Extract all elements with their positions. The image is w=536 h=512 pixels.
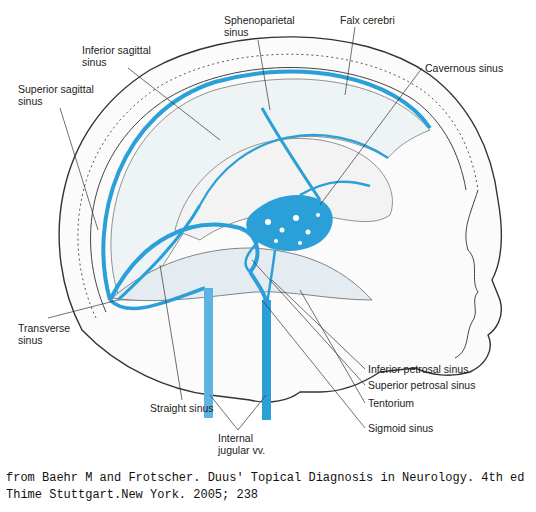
transverse-sinus (110, 288, 205, 308)
anatomy-label: Falx cerebri (340, 14, 430, 26)
anatomy-label: Straight sinus (150, 402, 250, 414)
leader-line (320, 68, 422, 205)
lattice-hole (265, 219, 271, 225)
superior-petrosal-sinus (246, 242, 258, 272)
leader-line (210, 395, 238, 430)
leader-line (128, 68, 220, 140)
inner-skull-line (78, 54, 478, 318)
cavernous-sinus (246, 195, 332, 251)
anatomy-label: Transverse sinus (18, 322, 78, 346)
lattice-hole (306, 230, 311, 235)
internal-jugular-vein (262, 300, 271, 420)
anatomy-label: Sigmoid sinus (368, 422, 528, 434)
source-caption: from Baehr M and Frotscher. Duus' Topica… (6, 470, 534, 504)
lattice-hole (298, 241, 302, 245)
anatomy-label: Cavernous sinus (425, 62, 525, 74)
straight-sinus (118, 205, 200, 300)
skull-outline (59, 37, 501, 402)
transverse-sinus (110, 225, 257, 300)
leader-line (300, 290, 365, 403)
leader-lines (48, 27, 422, 430)
anatomy-label: Superior sagittal sinus (18, 83, 98, 107)
anatomy-label: Inferior sagittal sinus (82, 44, 162, 68)
leader-line (258, 40, 270, 110)
internal-jugular-vein (204, 288, 213, 418)
sphenoparietal-sinus (262, 108, 320, 200)
lattice-hole (293, 215, 299, 221)
inferior-petrosal-sinus (266, 250, 275, 312)
leader-line (262, 300, 365, 428)
leader-line (345, 27, 355, 95)
leader-line (238, 395, 266, 430)
sphenoparietal-sinus (300, 182, 370, 195)
leader-line (60, 108, 98, 230)
lattice-hole (280, 228, 285, 233)
inner-skull-line (91, 67, 466, 312)
anatomy-label: Inferior petrosal sinus (368, 363, 528, 375)
lattice-hole (316, 213, 320, 217)
leader-line (272, 280, 365, 369)
lattice-hole (274, 239, 278, 243)
anatomy-label: Tentorium (368, 397, 528, 409)
leader-line (48, 300, 118, 318)
anatomy-label: Sphenoparietal sinus (224, 14, 304, 38)
leader-line (252, 260, 365, 385)
inferior-sagittal-sinus (200, 135, 388, 205)
leader-line (160, 265, 182, 400)
face-outline (455, 190, 478, 358)
anatomy-label: Superior petrosal sinus (368, 379, 528, 391)
anatomy-label: Internal jugular vv. (218, 432, 280, 456)
tentorium (112, 248, 372, 301)
cavernous-lattice (265, 213, 320, 245)
superior-sagittal-sinus (103, 72, 430, 300)
